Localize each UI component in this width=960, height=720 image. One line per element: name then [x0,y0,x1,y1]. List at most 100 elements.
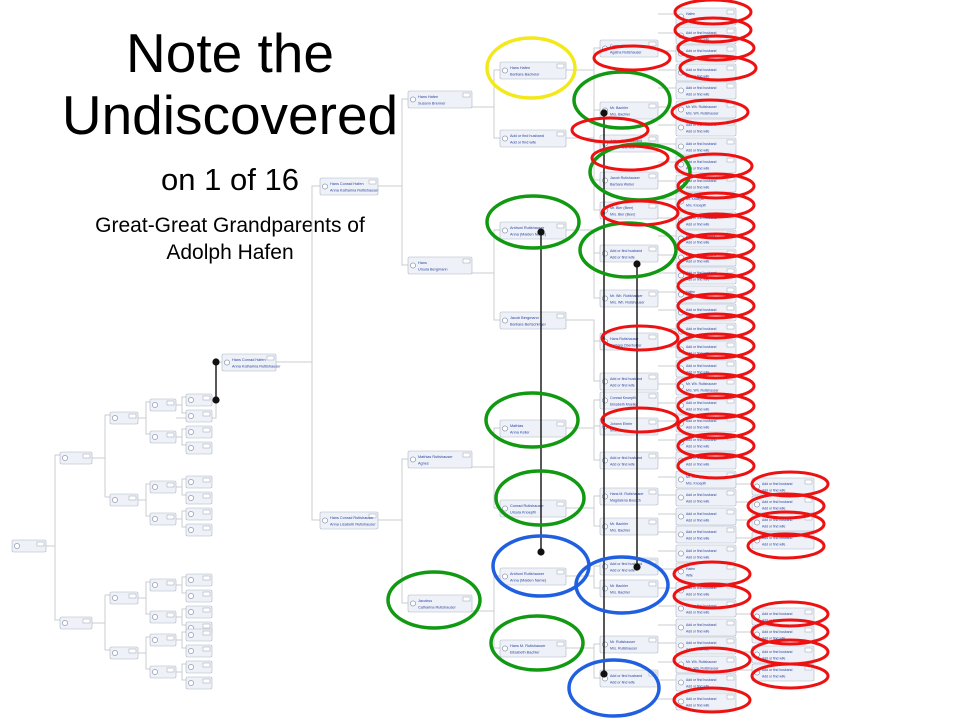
mother-name[interactable]: Add or find wife [510,141,536,145]
mother-name[interactable]: Add or find wife [686,167,709,171]
overview-card[interactable] [185,523,213,537]
menu-icon[interactable] [648,374,657,380]
menu-icon[interactable] [166,514,175,520]
mother-name[interactable]: Add or find wife [686,75,709,79]
menu-icon[interactable] [726,694,735,700]
father-name[interactable]: Add or find husband [686,31,716,35]
father-name[interactable]: Add or find husband [686,179,716,183]
father-name[interactable]: Hans Conrad Hafen [330,182,364,186]
overview-card[interactable] [109,591,139,605]
overview-card[interactable] [149,398,177,412]
menu-icon[interactable] [726,83,735,89]
mother-name[interactable]: Mrs. Bachler [610,113,631,117]
overview-card[interactable] [185,393,213,407]
father-name[interactable]: Mr. Bachler [610,522,629,526]
menu-icon[interactable] [202,411,211,417]
mother-name[interactable]: Mrs. Knoepfli [686,204,706,208]
father-name[interactable]: Mr. Rutishauser [610,640,636,644]
mother-name[interactable]: Anna Katharina Ruttishauser [232,365,281,369]
father-name[interactable]: Anthoni Rutishauser [510,572,545,576]
menu-icon[interactable] [166,667,175,673]
father-name[interactable]: Conrad Rutishauser [510,504,545,508]
menu-icon[interactable] [556,313,565,319]
mother-name[interactable]: Add or find wife [686,352,709,356]
mother-name[interactable]: Barbara Bachelor [510,73,540,77]
menu-icon[interactable] [202,630,211,636]
father-name[interactable]: Hans M. Rutishauser [510,644,546,648]
menu-icon[interactable] [166,400,175,406]
overview-card[interactable] [185,644,213,658]
menu-icon[interactable] [648,103,657,109]
mother-name[interactable]: Add or find wife [686,223,709,227]
menu-icon[interactable] [726,9,735,15]
mother-name[interactable]: Add or find wife [686,241,709,245]
father-name[interactable]: Hafen [686,567,695,571]
menu-icon[interactable] [462,258,471,264]
mother-name[interactable]: Add or find wife [762,657,785,661]
menu-icon[interactable] [202,662,211,668]
father-name[interactable]: Add or find husband [762,668,792,672]
father-name[interactable]: Mr. Bachler [610,106,629,110]
menu-icon[interactable] [804,609,813,615]
menu-icon[interactable] [726,527,735,533]
menu-icon[interactable] [202,623,211,629]
menu-icon[interactable] [726,342,735,348]
menu-icon[interactable] [726,379,735,385]
mother-name[interactable]: Anna Keller [510,431,530,435]
menu-icon[interactable] [202,493,211,499]
father-name[interactable]: Add or find husband [686,68,716,72]
menu-icon[interactable] [726,361,735,367]
mother-name[interactable]: Agnes [418,462,429,466]
menu-icon[interactable] [648,41,657,47]
father-name[interactable]: Add or find husband [610,674,642,678]
father-name[interactable]: Add or find husband [686,49,716,53]
mother-name[interactable]: Add or find wife [686,630,709,634]
menu-icon[interactable] [202,525,211,531]
mother-name[interactable]: Add or find wife [686,445,709,449]
mother-name[interactable]: Mrs. Bier (Beer) [610,213,635,217]
menu-icon[interactable] [82,618,91,624]
menu-icon[interactable] [202,646,211,652]
mother-name[interactable]: Wife [686,574,693,578]
father-name[interactable]: Add or find husband [686,549,716,553]
father-name[interactable]: Add or find husband [686,160,716,164]
menu-icon[interactable] [726,657,735,663]
overview-card[interactable] [149,480,177,494]
mother-name[interactable]: Add or find wife [762,489,785,493]
father-name[interactable]: Add or find husband [686,364,716,368]
mother-name[interactable]: Barbara Oberholzer [610,344,642,348]
mother-name[interactable]: Mrs. Bachler [610,591,631,595]
overview-card[interactable] [109,411,139,425]
overview-card[interactable] [185,507,213,521]
mother-name[interactable]: Mrs. Rutishauser [610,647,638,651]
menu-icon[interactable] [726,620,735,626]
mother-name[interactable]: Mrs. Knoepfli [686,482,706,486]
mother-name[interactable]: Add or find wife [762,525,785,529]
menu-icon[interactable] [726,287,735,293]
mother-name[interactable]: Barbara Weber [610,183,635,187]
mother-name[interactable]: Add or find wife [686,556,709,560]
mother-name[interactable]: Add or find wife [762,675,785,679]
menu-icon[interactable] [202,509,211,515]
father-name[interactable]: Johann Ehrler [610,422,633,426]
menu-icon[interactable] [726,305,735,311]
mother-name[interactable]: Mrs. Wh. Rutishauser [686,389,719,393]
menu-icon[interactable] [556,421,565,427]
mother-name[interactable]: Add or find wife [686,519,709,523]
